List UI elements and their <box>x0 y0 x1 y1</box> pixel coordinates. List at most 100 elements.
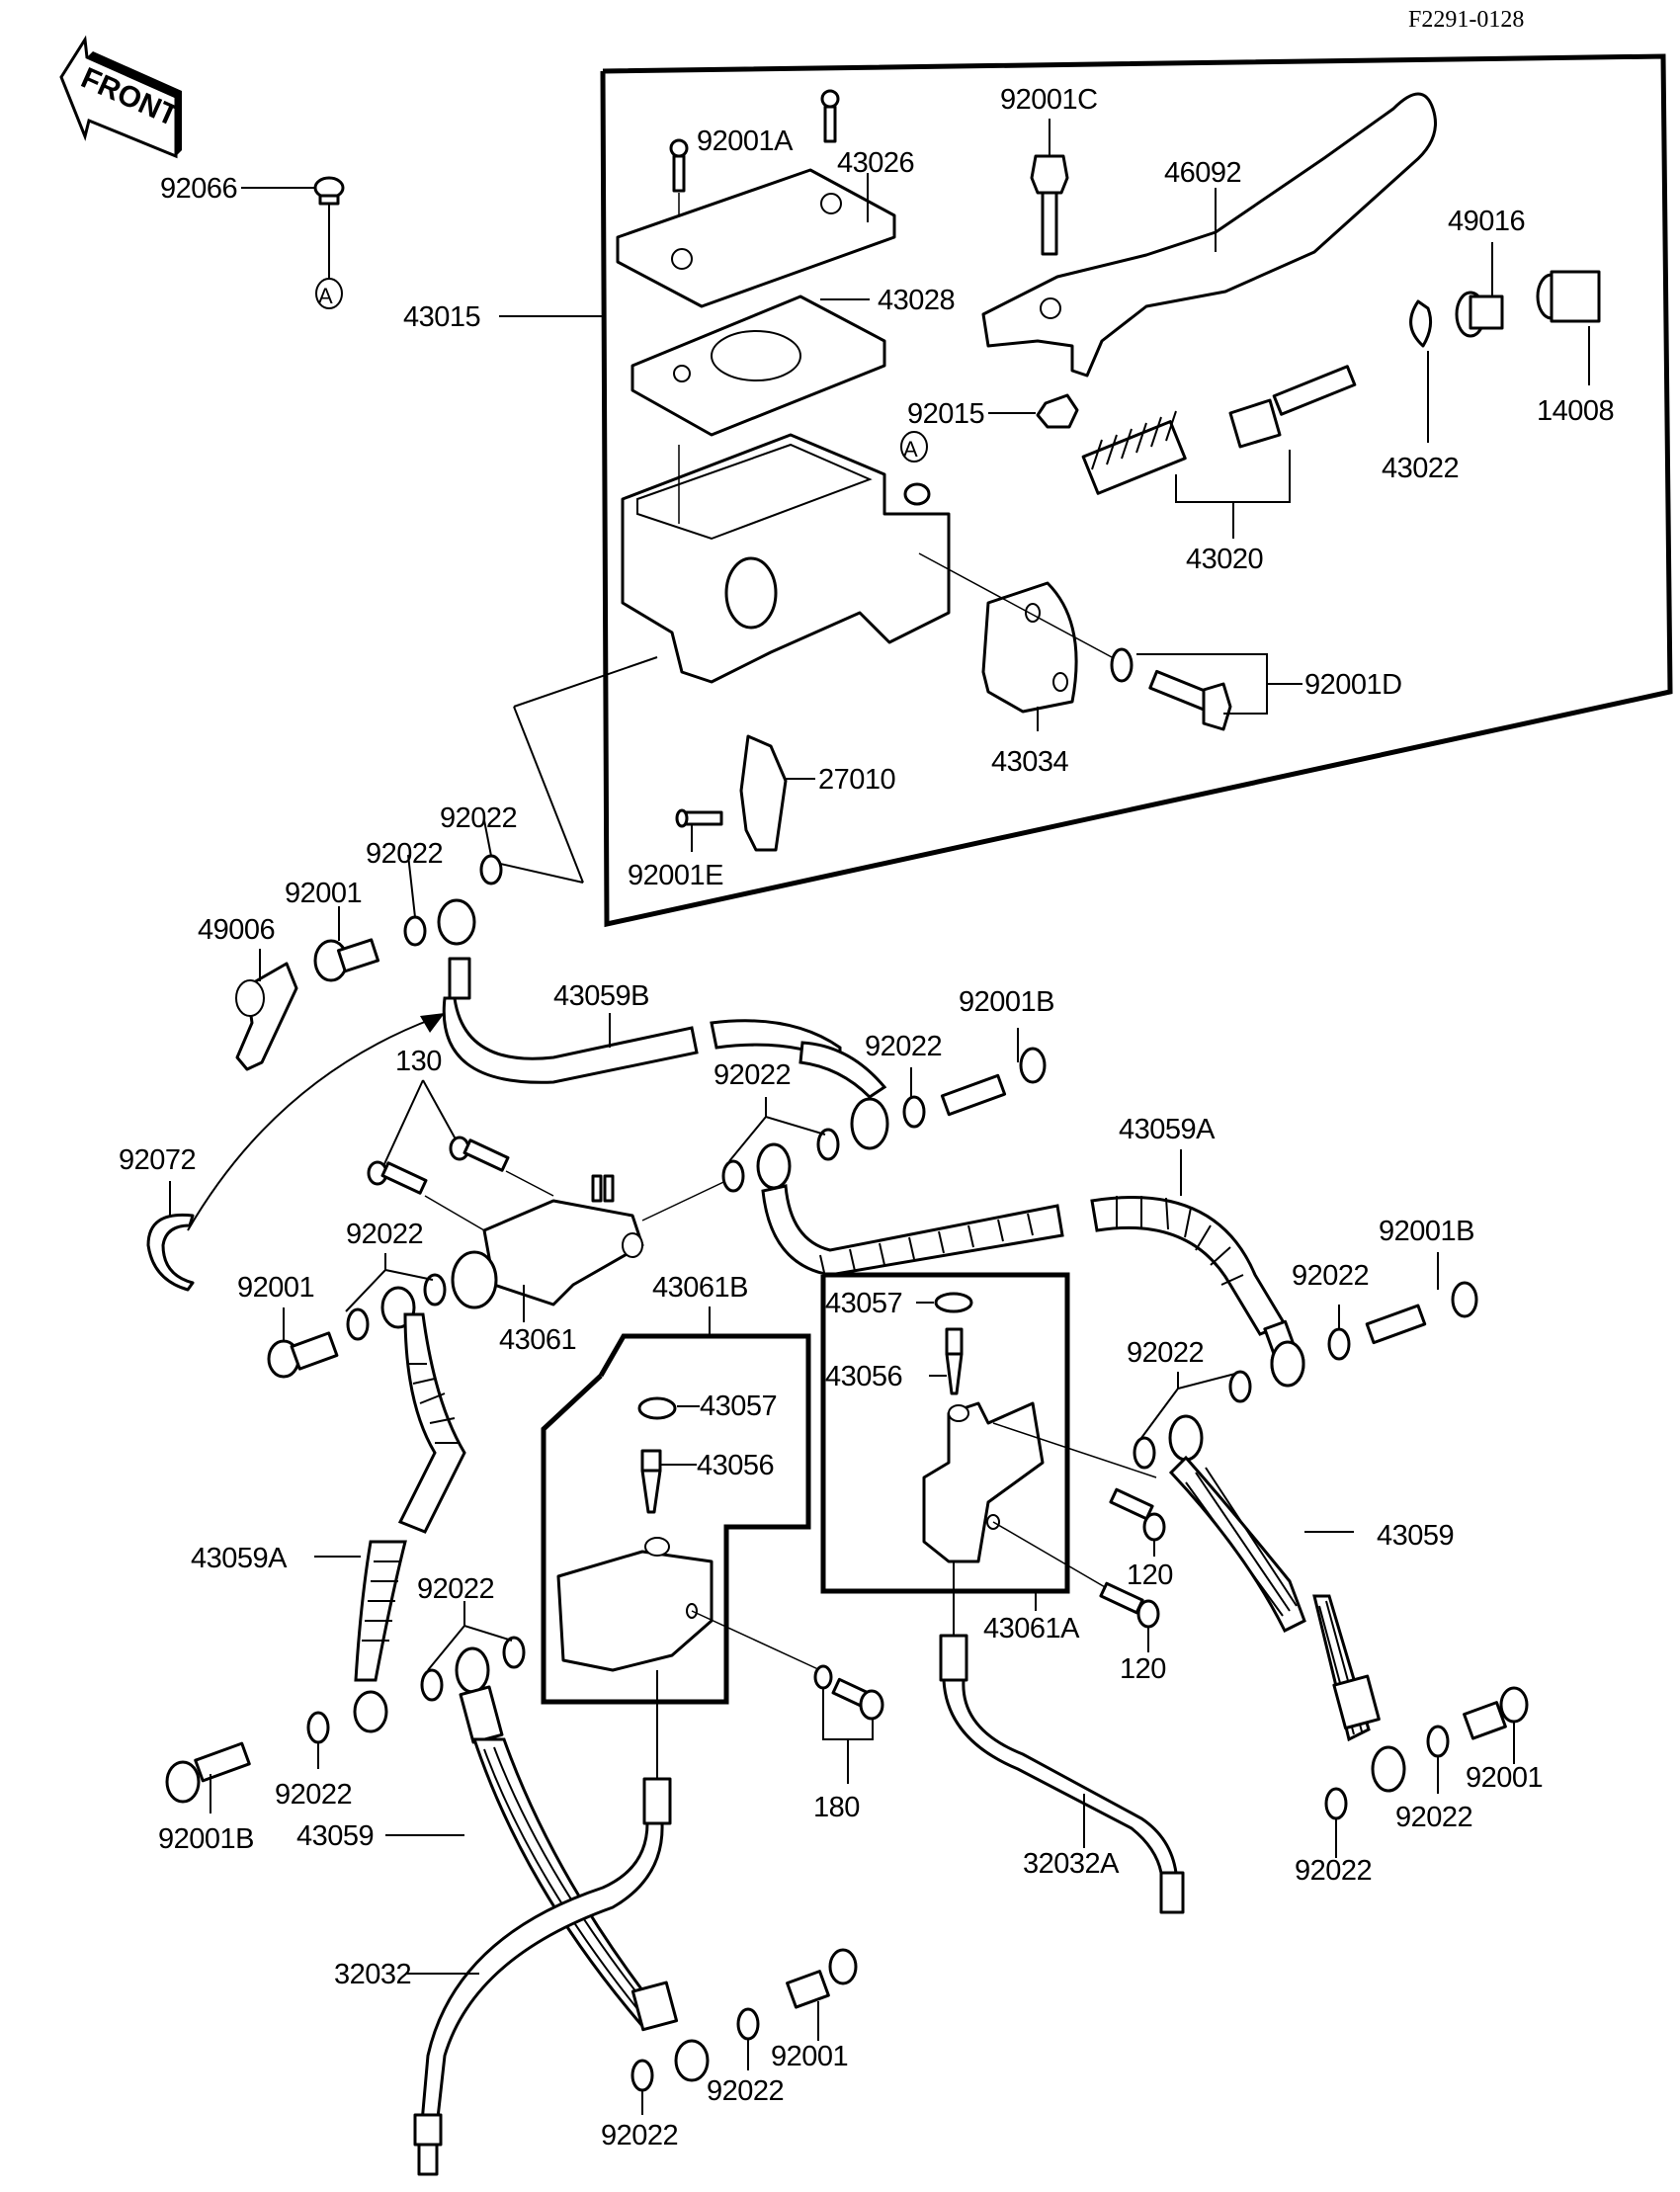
piston-kit-43020 <box>1081 365 1357 539</box>
label-92022-bottom-b: 92022 <box>601 2120 678 2151</box>
label-43026: 43026 <box>837 147 914 179</box>
label-92001D: 92001D <box>1304 669 1402 701</box>
brake-pipe-32032A <box>939 1634 1185 1914</box>
label-43059-left: 43059 <box>296 1820 374 1852</box>
master-cylinder-assembly-box <box>600 53 1673 928</box>
washer-92022 <box>423 1273 447 1307</box>
label-92022-lr-b: 92022 <box>1295 1855 1372 1887</box>
reference-code: F2291-0128 <box>1408 7 1524 33</box>
connector-a-label: A <box>318 284 333 308</box>
label-43057-b: 43057 <box>700 1391 777 1422</box>
label-92022-right-a: 92022 <box>1292 1260 1369 1292</box>
label-49016: 49016 <box>1448 206 1525 237</box>
mid-banjo-fitting <box>721 1028 1047 1193</box>
label-92001B-left: 92001B <box>158 1823 254 1855</box>
label-43061: 43061 <box>499 1324 576 1356</box>
label-180: 180 <box>813 1792 860 1823</box>
master-cylinder-43061 <box>451 1174 737 1322</box>
bolt-92001D <box>1110 647 1302 731</box>
label-92022-lowleft: 92022 <box>417 1573 494 1605</box>
label-43034: 43034 <box>991 746 1069 778</box>
washer-92022 <box>420 1668 444 1702</box>
right-banjo-fitting <box>1133 1340 1354 1634</box>
nut-92015 <box>988 393 1079 429</box>
label-27010: 27010 <box>818 764 895 796</box>
label-14008: 14008 <box>1537 395 1614 427</box>
label-92022-left: 92022 <box>346 1219 423 1250</box>
valve-a-parts <box>916 1292 1157 1645</box>
valve-b-parts <box>556 1396 821 1779</box>
label-43059-right: 43059 <box>1377 1520 1454 1552</box>
washer-92022 <box>721 1159 745 1193</box>
clamp-43034 <box>918 552 1113 731</box>
label-43059B: 43059B <box>553 980 649 1012</box>
hose-43059A-middle <box>761 1184 1064 1278</box>
label-92072: 92072 <box>119 1144 196 1176</box>
washer-92022 <box>1133 1436 1156 1470</box>
clip-43022 <box>1409 299 1433 348</box>
pivot-parts <box>1409 242 1601 443</box>
lower-right-hose <box>1312 1594 1529 1858</box>
washer-92022 <box>736 2007 760 2041</box>
label-32032: 32032 <box>334 1959 411 1990</box>
screw-92001A <box>669 89 840 262</box>
left-banjo-fitting <box>267 1253 447 1379</box>
lower-left-banjo-fitting <box>165 1601 526 1813</box>
brake-pipe-32032 <box>405 1777 672 2176</box>
bottom-fittings <box>630 1948 858 2115</box>
label-43020: 43020 <box>1186 544 1263 575</box>
brake-switch-27010 <box>675 734 815 852</box>
label-43057-a: 43057 <box>825 1288 902 1319</box>
label-49006: 49006 <box>198 914 275 946</box>
label-43059A-right: 43059A <box>1119 1114 1216 1145</box>
washer-92022 <box>630 2059 654 2092</box>
bolt-92001C <box>1030 119 1069 256</box>
label-43015: 43015 <box>403 301 480 333</box>
front-direction-arrow: FRONT <box>59 35 183 159</box>
label-120-a: 120 <box>1127 1560 1173 1591</box>
label-43022: 43022 <box>1382 453 1459 484</box>
washer-92022 <box>1426 1725 1450 1758</box>
upper-banjo-fitting <box>313 706 584 1000</box>
washer-92022 <box>403 915 427 947</box>
washer-92022 <box>1228 1370 1252 1403</box>
reservoir-cap-43026 <box>616 168 896 308</box>
label-92001B-mid: 92001B <box>959 986 1054 1018</box>
diaphragm-43028 <box>630 295 886 437</box>
hose-43059A-left <box>314 1312 466 1733</box>
label-92001C: 92001C <box>1000 84 1098 116</box>
washer-92022 <box>479 854 503 885</box>
label-130: 130 <box>395 1046 442 1077</box>
washer-92022 <box>306 1711 330 1744</box>
label-43056-b: 43056 <box>697 1450 774 1481</box>
label-92001-top: 92001 <box>285 878 362 909</box>
label-43028: 43028 <box>878 285 955 316</box>
bolt-180 <box>813 1664 884 1784</box>
label-92022-mid-b: 92022 <box>714 1059 791 1091</box>
valve-assembly-b-box <box>541 1333 811 1705</box>
washer-92022 <box>1324 1787 1348 1820</box>
label-92001-left: 92001 <box>237 1272 314 1304</box>
label-92022-right-b: 92022 <box>1127 1337 1204 1369</box>
label-92001E: 92001E <box>628 860 723 891</box>
clip-92072 <box>146 1013 445 1292</box>
washer-92022 <box>502 1636 526 1669</box>
label-92022-bottom-a: 92022 <box>707 2075 784 2107</box>
washer-92022 <box>1327 1327 1351 1361</box>
label-92066: 92066 <box>160 173 237 205</box>
label-92022-top-b: 92022 <box>366 838 443 870</box>
connector-a-marker-body <box>900 431 928 463</box>
label-43056-a: 43056 <box>825 1361 902 1392</box>
banjo-eye <box>437 898 476 946</box>
label-92015: 92015 <box>907 398 984 430</box>
label-92022-top-a: 92022 <box>440 802 517 834</box>
label-92022-lowleft-b: 92022 <box>275 1779 352 1811</box>
washer-92022 <box>902 1095 926 1129</box>
label-92022-lr-a: 92022 <box>1395 1802 1472 1833</box>
connector-a-marker <box>315 278 343 309</box>
label-92001A: 92001A <box>697 126 794 157</box>
label-92022-mid-a: 92022 <box>865 1031 942 1062</box>
washer-92022 <box>816 1128 840 1161</box>
master-cylinder-body <box>513 433 951 708</box>
label-32032A: 32032A <box>1023 1848 1120 1880</box>
